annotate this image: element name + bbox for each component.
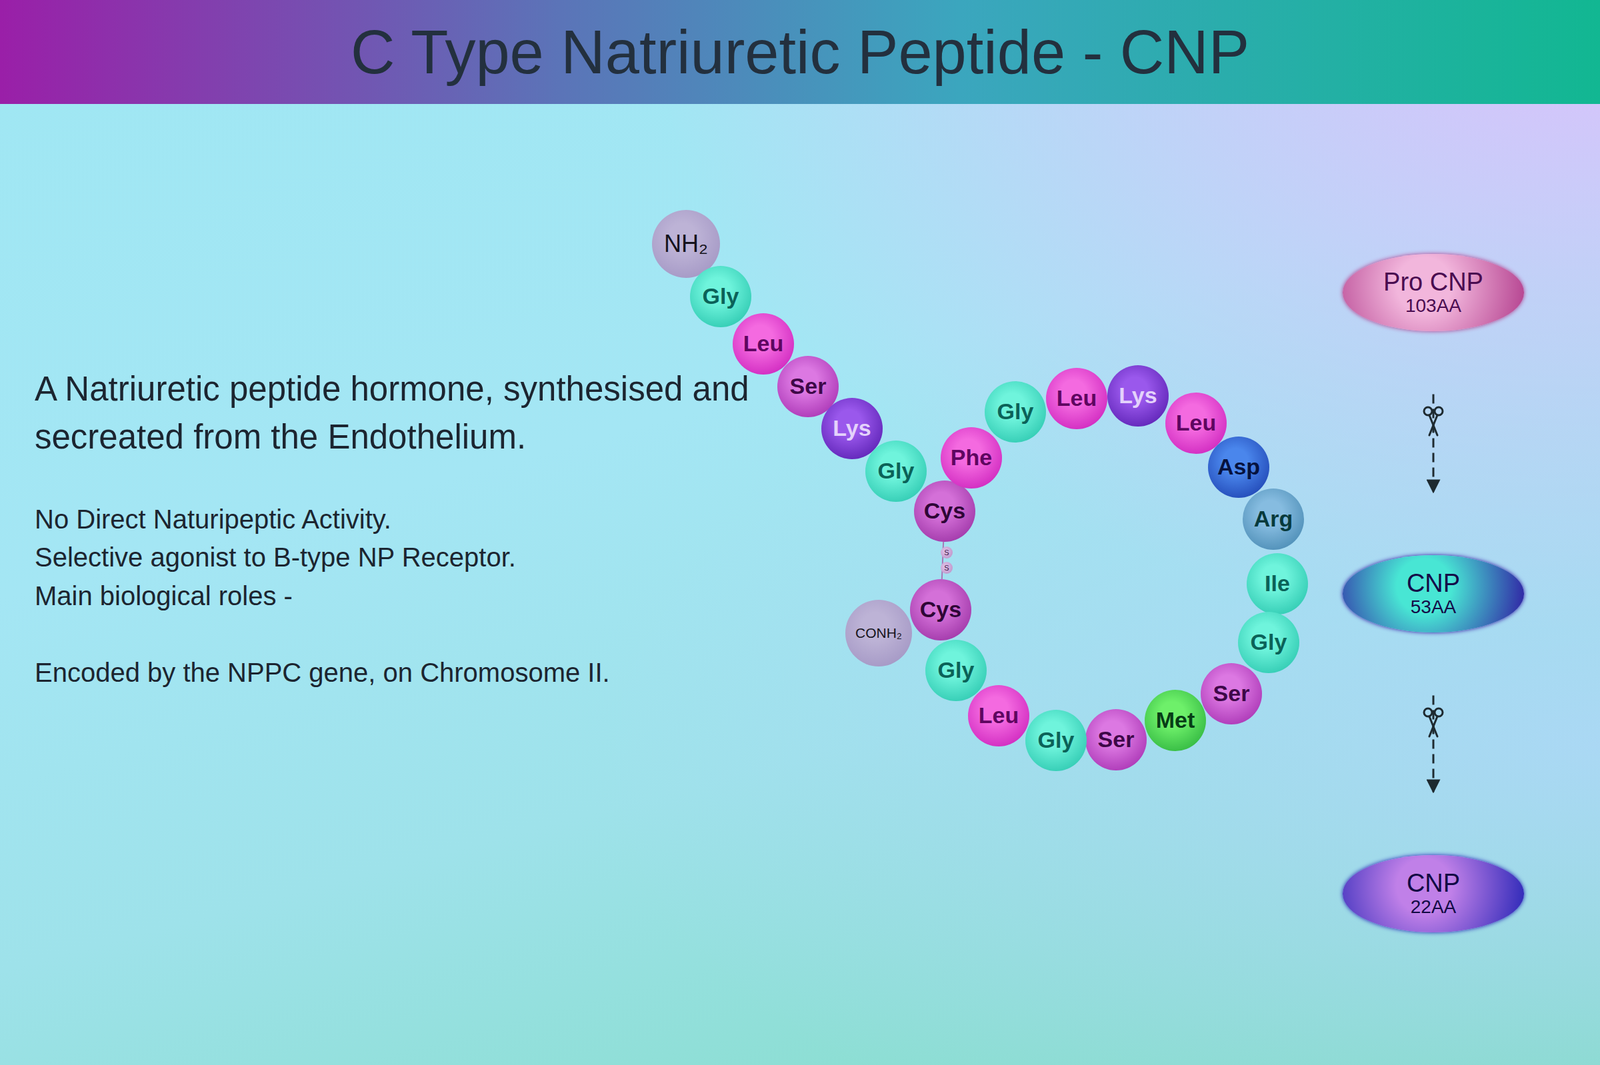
amino-acid-circle: Gly — [984, 381, 1046, 443]
amino-acid-circle: Ser — [1085, 709, 1147, 771]
residue-count: 22AA — [1410, 897, 1457, 918]
amino-acid-circle: Ser — [1200, 663, 1262, 725]
amino-acid-circle: Leu — [1046, 368, 1108, 430]
sulfur-atom-box: S — [940, 546, 953, 559]
residue-label: Gly — [1250, 630, 1288, 655]
note-text: No Direct Naturipeptic Activity. — [34, 504, 392, 534]
residue-label: Cys — [920, 597, 962, 622]
residue-label: Ser — [790, 374, 827, 399]
amino-acid-circle: Phe — [940, 427, 1002, 489]
precursor-name: CNP — [1406, 570, 1460, 598]
amino-acid-circle: Lys — [1107, 365, 1169, 427]
description-text-box: A Natriuretic peptide hormone, synthesis… — [34, 365, 768, 462]
note-text-box: Encoded by the NPPC gene, on Chromosome … — [34, 656, 610, 689]
residue-label: Lys — [832, 416, 871, 441]
residue-label: Gly — [938, 658, 975, 683]
precursor-name: Pro CNP — [1383, 268, 1484, 297]
note-text: Selective agonist to B-type NP Receptor. — [34, 542, 516, 572]
residue-label: Met — [1156, 708, 1196, 733]
title-text: C Type Natriuretic Peptide - CNP — [350, 17, 1250, 88]
amino-acid-circle: Cys — [910, 579, 972, 641]
sulfur-atom: S — [944, 564, 949, 572]
amino-acid-circle: Gly — [1238, 612, 1300, 674]
residue-label: Phe — [950, 445, 992, 470]
terminal-group: CONH₂ — [845, 600, 912, 667]
amino-acid-circle: Gly — [925, 640, 987, 702]
residue-label: Leu — [978, 703, 1019, 728]
cleavage-arrow — [1432, 394, 1435, 493]
precursor-ellipse: Pro CNP103AA — [1342, 254, 1524, 331]
cleavage-arrow — [1432, 696, 1435, 793]
residue-label: Gly — [878, 458, 915, 484]
residue-count: 103AA — [1405, 296, 1462, 317]
residue-label: Leu — [1176, 410, 1216, 436]
amino-acid-circle: Gly — [865, 440, 927, 502]
residue-label: CONH₂ — [855, 625, 902, 641]
note-text-box: Main biological roles - — [34, 580, 293, 612]
note-text: Main biological roles - — [34, 581, 293, 611]
amino-acid-circle: Cys — [914, 480, 976, 542]
residue-label: Gly — [1038, 728, 1075, 753]
note-text-box: No Direct Naturipeptic Activity. — [34, 503, 392, 536]
precursor-ellipse: CNP53AA — [1342, 555, 1524, 632]
residue-label: Asp — [1217, 454, 1260, 480]
description-text: A Natriuretic peptide hormone, synthesis… — [34, 370, 750, 456]
residue-label: Cys — [924, 498, 966, 524]
amino-acid-circle: Met — [1144, 690, 1206, 752]
amino-acid-circle: Gly — [690, 266, 752, 328]
residue-label: Lys — [1118, 383, 1157, 408]
residue-label: Gly — [702, 284, 740, 309]
residue-label: Leu — [743, 331, 784, 356]
residue-label: Gly — [997, 399, 1034, 424]
amino-acid-circle: Asp — [1208, 436, 1270, 498]
residue-label: Leu — [1056, 386, 1097, 411]
residue-label: Ser — [1213, 681, 1250, 706]
amino-acid-circle: Arg — [1242, 488, 1304, 550]
note-text-box: Selective agonist to B-type NP Receptor. — [34, 541, 516, 574]
residue-label: Ile — [1264, 571, 1290, 596]
note-text: Encoded by the NPPC gene, on Chromosome … — [34, 658, 610, 688]
residue-label: NH₂ — [664, 230, 708, 258]
precursor-name: CNP — [1406, 870, 1460, 898]
amino-acid-circle: Leu — [968, 685, 1030, 747]
residue-count: 53AA — [1410, 597, 1457, 618]
precursor-ellipse: CNP22AA — [1342, 855, 1524, 932]
sulfur-atom: S — [944, 549, 949, 557]
sulfur-atom-box: S — [940, 562, 953, 574]
amino-acid-circle: Ile — [1246, 553, 1308, 615]
title-band: C Type Natriuretic Peptide - CNP — [0, 0, 1600, 104]
residue-label: Arg — [1254, 506, 1294, 532]
amino-acid-circle: Gly — [1025, 710, 1087, 772]
residue-label: Ser — [1098, 727, 1135, 752]
